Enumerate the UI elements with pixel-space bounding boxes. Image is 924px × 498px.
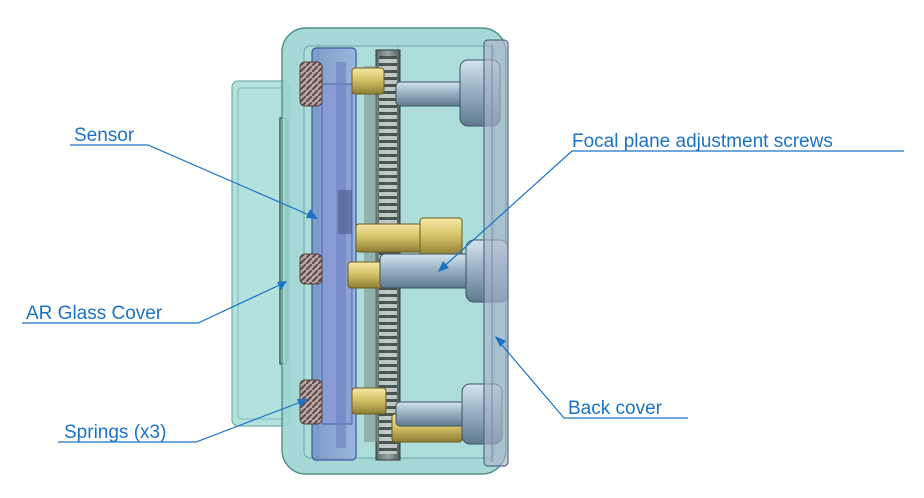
sensor-label: Sensor [74, 125, 135, 146]
springs [299, 61, 323, 425]
focal-screws-leader [439, 150, 904, 271]
focal-screws-arrowhead [438, 261, 449, 272]
back-cover-label: Back cover [568, 398, 663, 419]
ar-glass-cover-label: AR Glass Cover [26, 303, 163, 324]
back-cover [483, 39, 509, 467]
back-cover-arrowhead [495, 336, 506, 347]
sensor-plate [311, 47, 357, 461]
callout-leaders [22, 144, 904, 443]
springs-arrowhead [297, 399, 308, 407]
sensor-arrowhead [306, 209, 318, 219]
focal-screws-label: Focal plane adjustment screws [572, 131, 833, 152]
ar-glass-arrowhead [277, 281, 287, 290]
sensor-leader [70, 144, 317, 219]
back-cover-leader [495, 337, 688, 419]
callout-arrowheads [277, 209, 506, 407]
springs-label: Springs (x3) [64, 422, 166, 443]
springs-leader [58, 399, 307, 443]
ar-glass-leader [22, 281, 287, 324]
